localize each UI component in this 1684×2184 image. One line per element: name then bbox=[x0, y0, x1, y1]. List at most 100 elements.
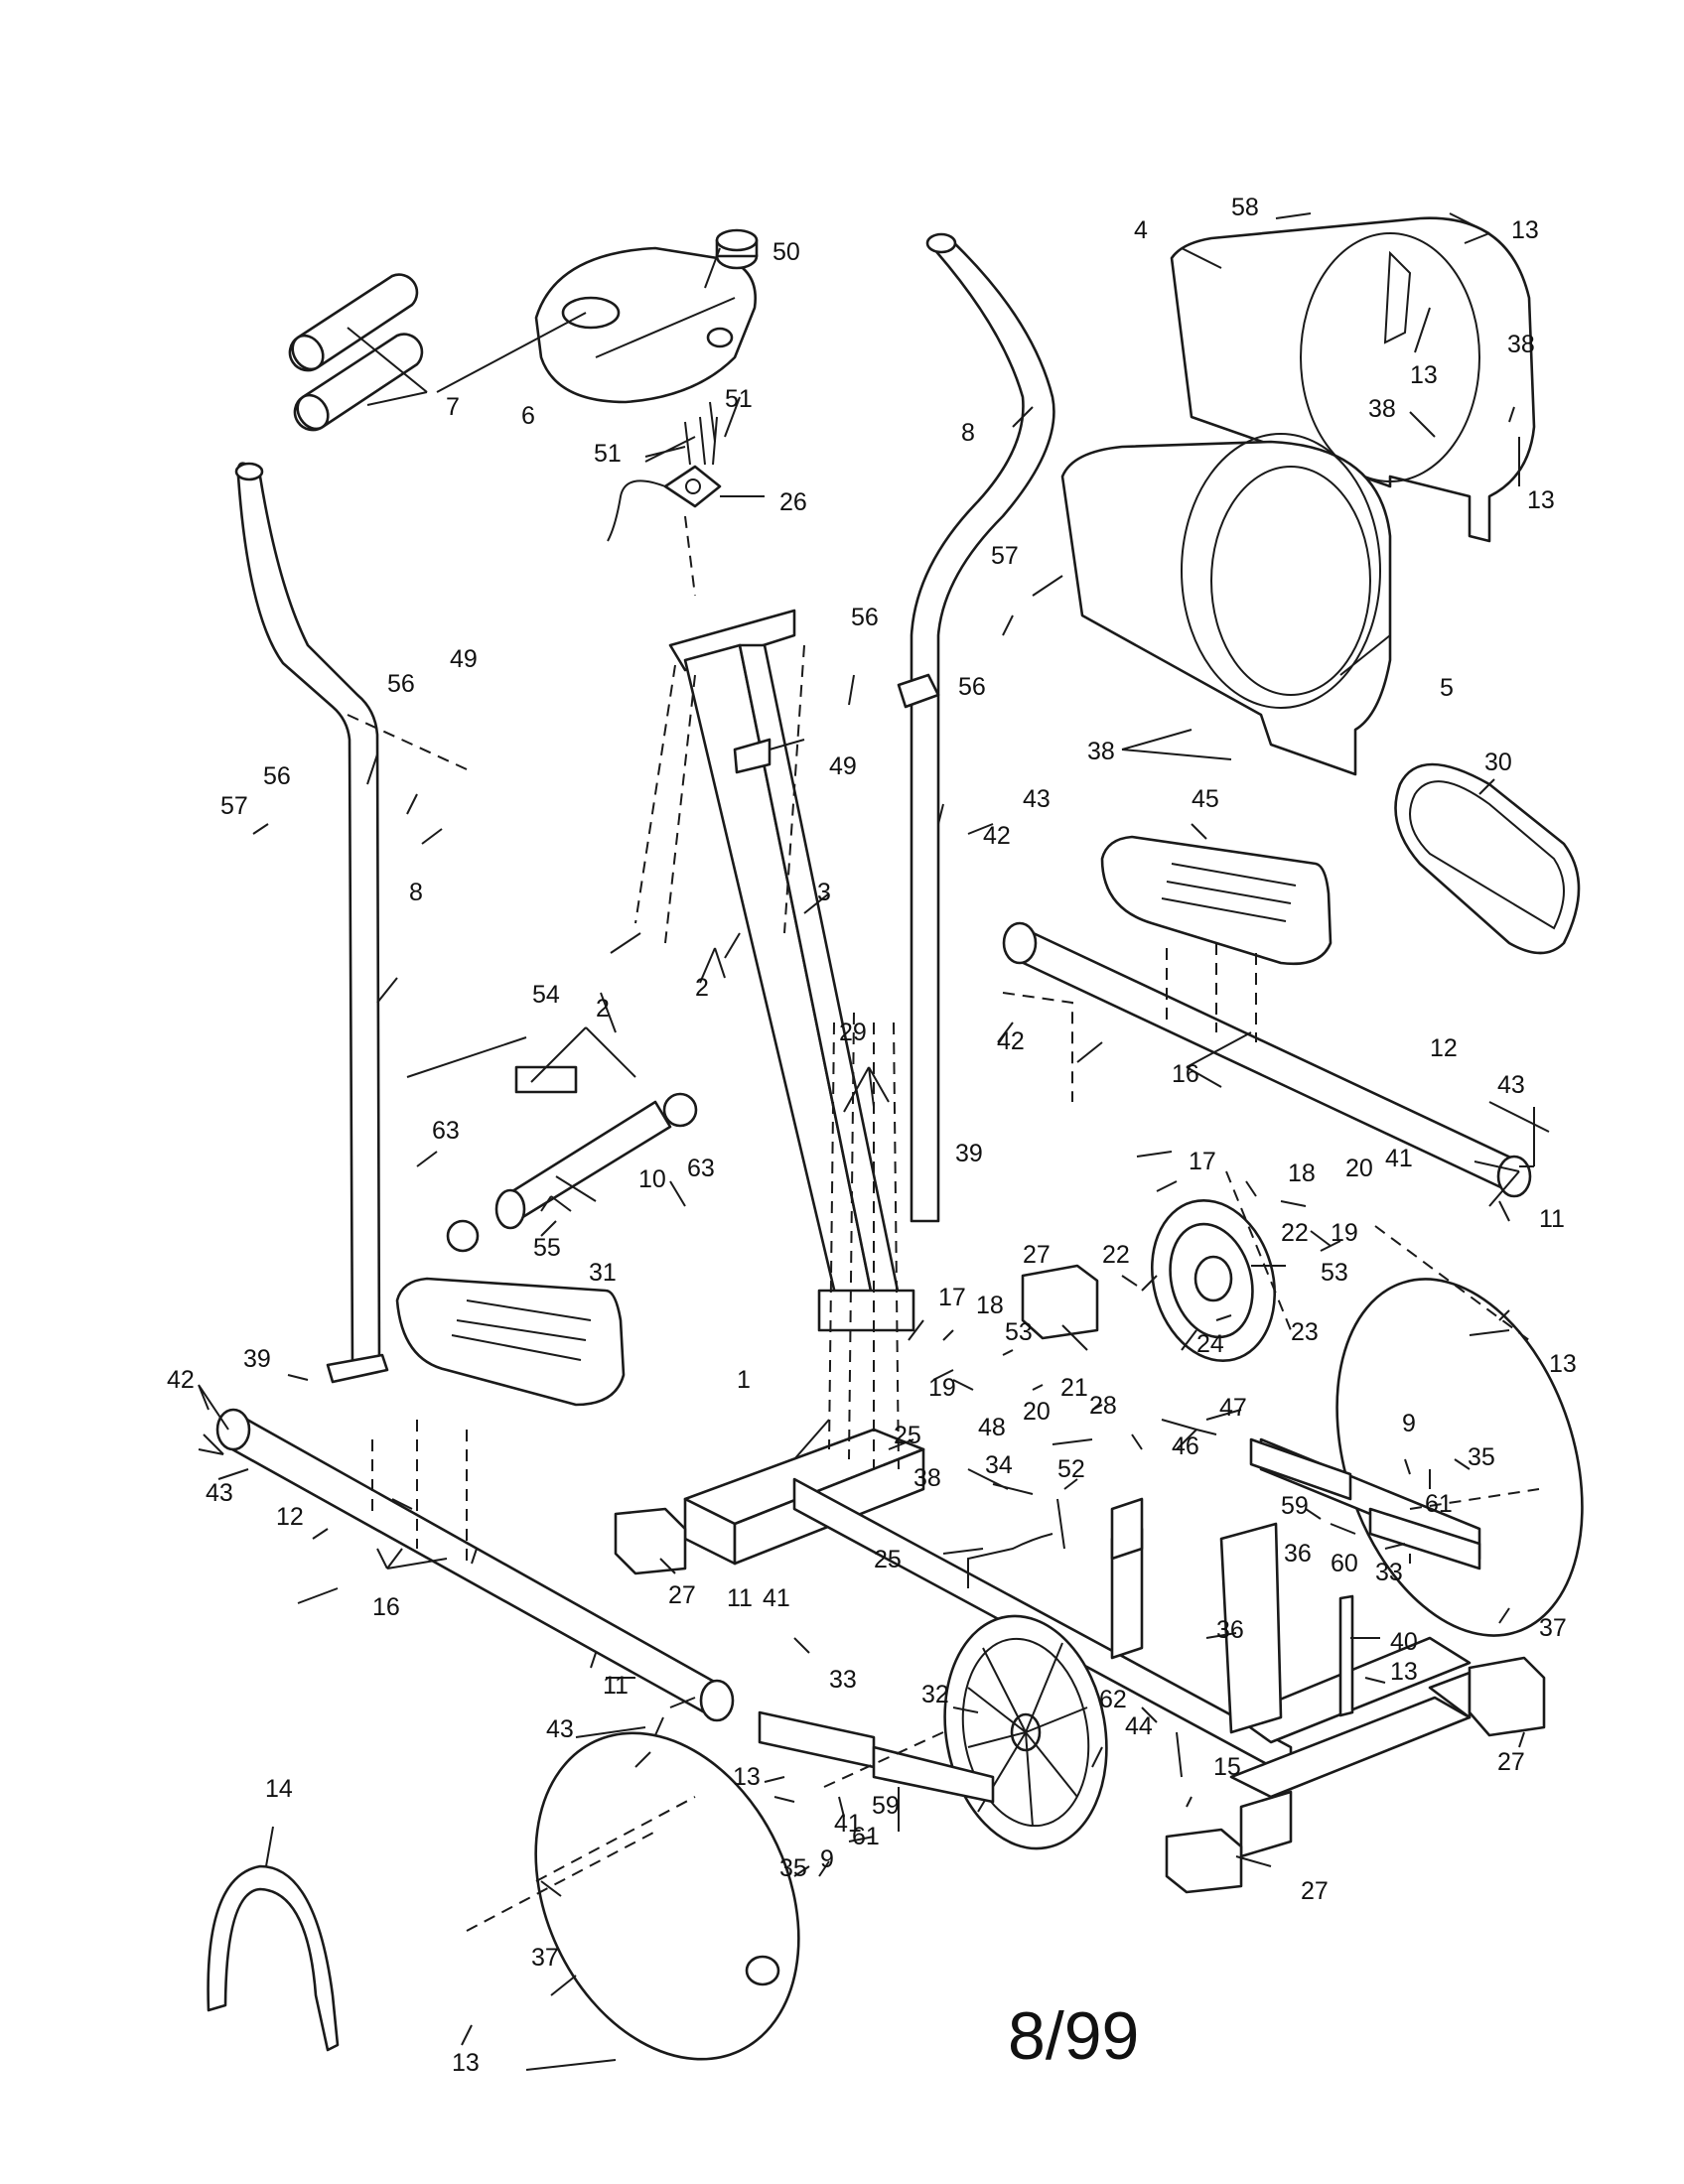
label-12: 12 bbox=[1430, 1034, 1458, 1062]
label-23: 23 bbox=[1291, 1318, 1319, 1346]
callout-leaders bbox=[198, 212, 1550, 2071]
label-13: 13 bbox=[452, 2049, 480, 2077]
label-11: 11 bbox=[727, 1584, 753, 1612]
label-62: 62 bbox=[1099, 1686, 1127, 1713]
label-41: 41 bbox=[763, 1584, 790, 1612]
label-57: 57 bbox=[991, 542, 1019, 570]
label-18: 18 bbox=[1288, 1160, 1316, 1187]
label-2: 2 bbox=[596, 995, 610, 1023]
label-43: 43 bbox=[1497, 1071, 1525, 1099]
label-30: 30 bbox=[1484, 749, 1512, 776]
label-8: 8 bbox=[961, 419, 975, 447]
label-33: 33 bbox=[829, 1666, 857, 1694]
label-31: 31 bbox=[589, 1259, 617, 1287]
label-10: 10 bbox=[638, 1165, 666, 1193]
label-43: 43 bbox=[206, 1479, 233, 1507]
end-cap-front bbox=[614, 1507, 687, 1575]
label-14: 14 bbox=[265, 1775, 293, 1803]
left-handlebar-arm bbox=[234, 462, 389, 1384]
label-9: 9 bbox=[820, 1845, 834, 1873]
label-27: 27 bbox=[668, 1581, 696, 1609]
label-59: 59 bbox=[872, 1792, 900, 1820]
label-38: 38 bbox=[1507, 331, 1535, 358]
pivot-axle bbox=[446, 1065, 698, 1253]
label-47: 47 bbox=[1219, 1394, 1247, 1422]
label-32: 32 bbox=[921, 1681, 949, 1708]
left-disc-cover bbox=[534, 1731, 800, 2061]
label-13: 13 bbox=[733, 1763, 761, 1791]
label-11: 11 bbox=[1539, 1205, 1565, 1233]
label-58: 58 bbox=[1231, 194, 1259, 221]
left-shroud bbox=[1170, 216, 1536, 543]
drive-pulley bbox=[1150, 1198, 1277, 1363]
left-crank-arm bbox=[758, 1710, 995, 1804]
label-50: 50 bbox=[772, 238, 800, 266]
label-19: 19 bbox=[1331, 1219, 1358, 1247]
label-9: 9 bbox=[1402, 1410, 1416, 1437]
label-48: 48 bbox=[978, 1414, 1006, 1441]
label-4: 4 bbox=[1134, 216, 1148, 244]
idler-bracket bbox=[1338, 1594, 1354, 1717]
console-bracket bbox=[607, 416, 722, 597]
label-20: 20 bbox=[1023, 1398, 1051, 1426]
left-pedal bbox=[395, 1277, 626, 1407]
label-20: 20 bbox=[1345, 1155, 1373, 1182]
tension-knob bbox=[715, 228, 759, 270]
label-43: 43 bbox=[1023, 785, 1051, 813]
right-handlebar-arm bbox=[897, 232, 1055, 1223]
label-63: 63 bbox=[687, 1155, 715, 1182]
assembly-dashed-lines bbox=[347, 644, 1540, 1932]
part-number-labels: 1 2 2 3 4 5 6 7 8 8 9 9 10 11 11 11 12 1… bbox=[167, 194, 1577, 2077]
label-56: 56 bbox=[958, 673, 986, 701]
upright-post bbox=[668, 609, 915, 1332]
label-52: 52 bbox=[1057, 1455, 1085, 1483]
label-42: 42 bbox=[997, 1027, 1025, 1055]
console bbox=[534, 246, 758, 404]
label-61: 61 bbox=[1425, 1490, 1453, 1518]
label-44: 44 bbox=[1125, 1712, 1153, 1740]
label-42: 42 bbox=[167, 1366, 195, 1394]
label-40: 40 bbox=[1390, 1628, 1418, 1656]
handgrip-foams bbox=[288, 273, 424, 432]
label-51: 51 bbox=[725, 385, 753, 413]
label-38: 38 bbox=[913, 1464, 941, 1492]
label-63: 63 bbox=[432, 1117, 460, 1145]
label-37: 37 bbox=[1539, 1614, 1567, 1642]
end-cap-upright bbox=[1021, 1264, 1099, 1340]
label-43: 43 bbox=[546, 1715, 574, 1743]
label-39: 39 bbox=[955, 1140, 983, 1167]
label-24: 24 bbox=[1196, 1330, 1224, 1358]
label-56: 56 bbox=[263, 762, 291, 790]
label-13: 13 bbox=[1511, 216, 1539, 244]
label-46: 46 bbox=[1172, 1433, 1199, 1460]
label-51: 51 bbox=[594, 440, 622, 468]
end-cap-rear-right bbox=[1468, 1656, 1546, 1737]
label-7: 7 bbox=[446, 393, 460, 421]
right-crank-arm bbox=[1249, 1437, 1481, 1570]
label-49: 49 bbox=[450, 645, 478, 673]
label-36: 36 bbox=[1216, 1616, 1244, 1644]
label-2: 2 bbox=[695, 974, 709, 1002]
label-38: 38 bbox=[1087, 738, 1115, 765]
label-41: 41 bbox=[834, 1810, 862, 1838]
label-19: 19 bbox=[928, 1374, 956, 1402]
label-11: 11 bbox=[603, 1672, 629, 1700]
label-55: 55 bbox=[533, 1234, 561, 1262]
label-57: 57 bbox=[220, 792, 248, 820]
label-35: 35 bbox=[1468, 1443, 1495, 1471]
label-38: 38 bbox=[1368, 395, 1396, 423]
label-34: 34 bbox=[985, 1451, 1013, 1479]
label-13: 13 bbox=[1549, 1350, 1577, 1378]
label-61: 61 bbox=[852, 1823, 880, 1850]
label-13: 13 bbox=[1390, 1658, 1418, 1686]
label-3: 3 bbox=[817, 879, 831, 906]
chain-guard-bracket bbox=[207, 1864, 340, 2052]
label-53: 53 bbox=[1005, 1318, 1033, 1346]
label-8: 8 bbox=[409, 879, 423, 906]
label-35: 35 bbox=[779, 1854, 807, 1882]
label-56: 56 bbox=[851, 604, 879, 631]
label-5: 5 bbox=[1440, 674, 1454, 702]
label-45: 45 bbox=[1192, 785, 1219, 813]
label-54: 54 bbox=[532, 981, 560, 1009]
